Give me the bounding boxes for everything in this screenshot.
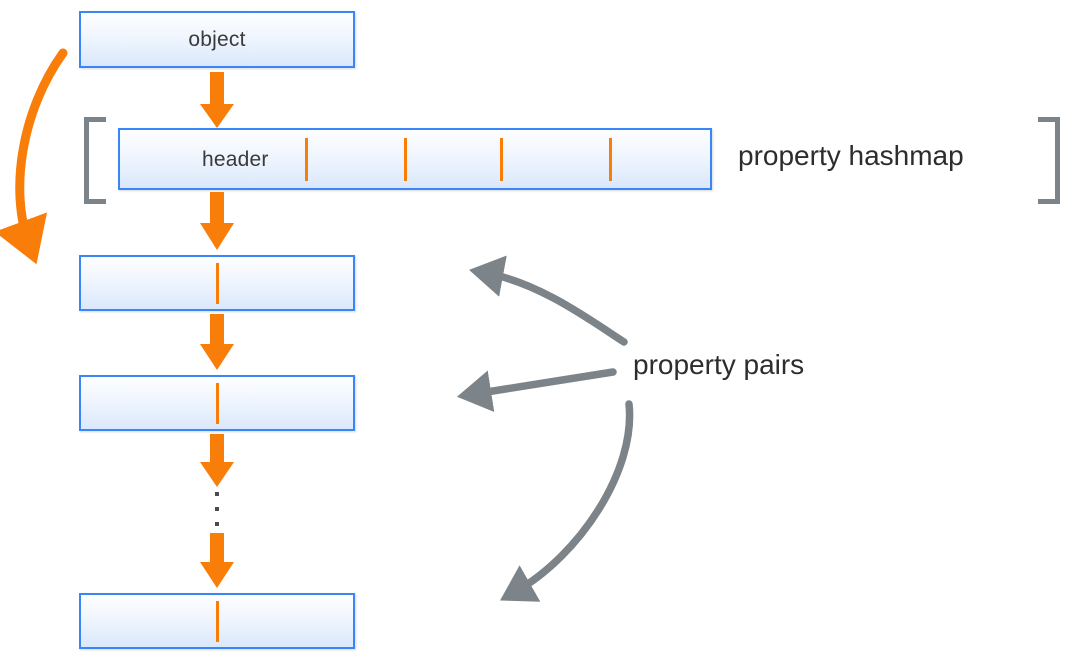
arrow-object-to-header <box>200 72 234 128</box>
object-box-label: object <box>188 28 246 51</box>
ellipsis-dot-2 <box>215 507 219 511</box>
hashmap-slot-divider-1 <box>305 138 308 181</box>
header-box-label: header <box>202 147 269 171</box>
object-box[interactable]: object <box>79 11 355 68</box>
ellipsis-dot-1 <box>215 492 219 496</box>
arrow-pair2-to-ellipsis <box>200 434 234 487</box>
arrow-ellipsis-to-pairn <box>200 533 234 588</box>
property-hashmap-label: property hashmap <box>738 140 964 171</box>
hashmap-slot-divider-3 <box>500 138 503 181</box>
hashmap-slot-divider-4 <box>609 138 612 181</box>
property-pairs-pointer-bottom <box>500 400 634 602</box>
ellipsis-dot-3 <box>215 522 219 526</box>
property-hashmap-bracket-left <box>84 117 106 204</box>
property-pairs-pointer-top <box>469 255 628 346</box>
property-hashmap-bracket-right <box>1038 117 1060 204</box>
hashmap-slot-divider-2 <box>404 138 407 181</box>
property-pairs-label: property pairs <box>633 349 805 380</box>
header-box[interactable]: header <box>118 128 712 190</box>
pair-1-thread <box>216 263 219 304</box>
object-to-pair-curved-arrow <box>0 48 68 265</box>
pair-last-thread <box>216 601 219 642</box>
pair-2-thread <box>216 383 219 424</box>
arrow-pair1-to-pair2 <box>200 314 234 370</box>
arrow-header-to-pair1 <box>200 192 234 250</box>
property-pairs-pointer-middle <box>456 368 617 413</box>
